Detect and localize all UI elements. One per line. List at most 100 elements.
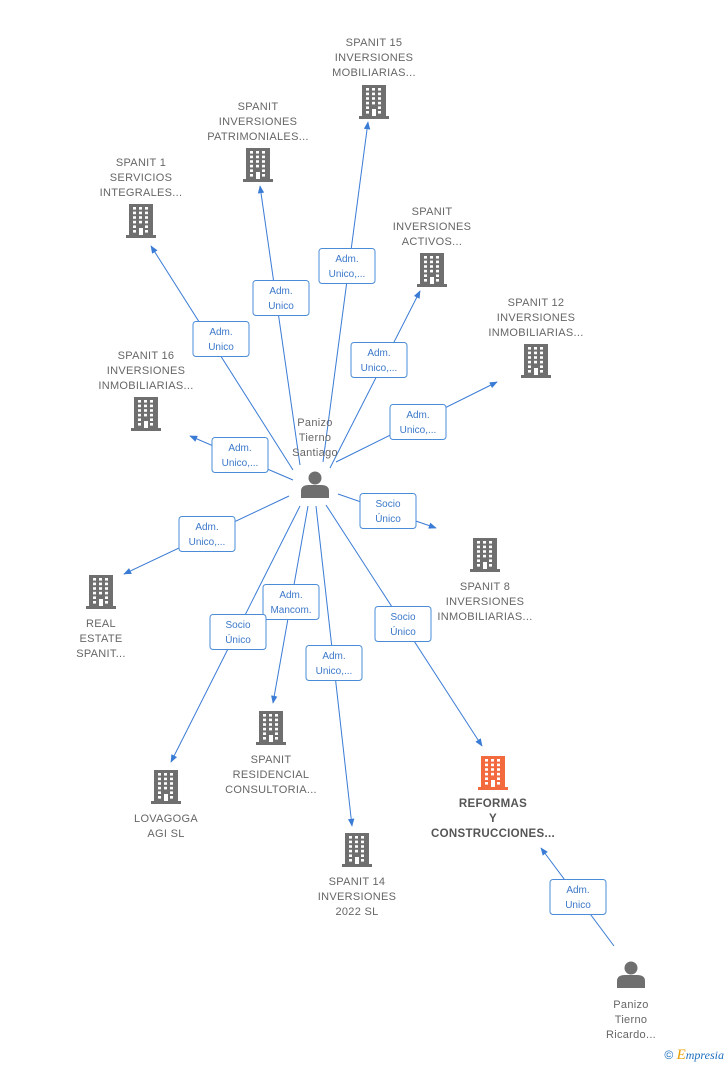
- badge-label-line: Mancom.: [270, 605, 311, 616]
- badge-box: [389, 404, 447, 440]
- badge-label-line: Único: [390, 625, 416, 638]
- relation-badge[interactable]: Adm.Unico,...: [389, 404, 447, 440]
- badge-box: [318, 248, 376, 284]
- badge-label-line: Unico,...: [361, 363, 398, 374]
- badge-box: [350, 342, 408, 378]
- badge-box: [549, 879, 607, 915]
- badge-label-line: Adm.: [279, 590, 302, 601]
- node-label-line: Ricardo...: [606, 1029, 656, 1041]
- node-reformas[interactable]: REFORMASYCONSTRUCCIONES...: [431, 756, 555, 840]
- badge-label-line: Socio: [225, 620, 250, 631]
- edge-panizo_santiago-to-spanit15: [322, 121, 371, 463]
- node-label-line: SPANIT 14: [329, 876, 386, 888]
- node-label-line: SPANIT: [251, 754, 292, 766]
- badge-label-line: Unico,...: [400, 425, 437, 436]
- node-label-line: ACTIVOS...: [402, 236, 462, 248]
- building-icon: [131, 397, 161, 431]
- node-spanit-activos[interactable]: SPANIT INVERSIONES ACTIVOS...: [393, 206, 472, 287]
- relation-badge[interactable]: Adm. Mancom.: [262, 584, 320, 620]
- badge-label-line: Adm.: [269, 286, 292, 297]
- badge-label-line: Unico,...: [189, 537, 226, 548]
- node-spanit15[interactable]: SPANIT 15INVERSIONESMOBILIARIAS...: [332, 37, 416, 119]
- badge-box: [374, 606, 432, 642]
- badge-label-line: Único: [225, 633, 251, 646]
- relation-badge[interactable]: Adm.Unico: [252, 280, 310, 316]
- relation-badge[interactable]: Adm.Unico,...: [178, 516, 236, 552]
- node-label-line: RESIDENCIAL: [233, 769, 310, 781]
- badge-box: [252, 280, 310, 316]
- copyright-symbol: ©: [664, 1048, 674, 1062]
- node-label-line: AGI SL: [147, 828, 184, 840]
- node-label-line: INVERSIONES: [107, 365, 186, 377]
- badge-label-line: Unico: [208, 342, 234, 353]
- node-label-line: SPANIT 8: [460, 581, 510, 593]
- building-icon: [470, 538, 500, 572]
- node-spanit-patrimoniales[interactable]: SPANIT INVERSIONES PATRIMONIALES...: [207, 101, 309, 182]
- building-icon: [521, 344, 551, 378]
- node-label-line: INVERSIONES: [497, 312, 576, 324]
- node-label-line: Panizo: [613, 999, 648, 1011]
- badge-label-line: Adm.: [209, 327, 232, 338]
- node-label-line: INMOBILIARIAS...: [488, 327, 583, 339]
- node-label-line: INVERSIONES: [219, 116, 298, 128]
- edge-panizo_santiago-to-spanit_patrimoniales: [257, 185, 301, 466]
- node-label-line: INVERSIONES: [335, 52, 414, 64]
- badge-label-line: Unico: [565, 900, 591, 911]
- node-spanit14[interactable]: SPANIT 14 INVERSIONES 2022 SL: [318, 833, 397, 918]
- brand-initial: E: [676, 1047, 686, 1063]
- edge-panizo_santiago-to-spanit_activos: [329, 290, 421, 469]
- node-spanit8[interactable]: SPANIT 8 INVERSIONES INMOBILIARIAS...: [437, 538, 532, 623]
- badge-box: [359, 493, 417, 529]
- building-icon: [151, 770, 181, 804]
- node-label-line: INVERSIONES: [446, 596, 525, 608]
- person-icon: [301, 471, 329, 498]
- node-label-line: INMOBILIARIAS...: [98, 380, 193, 392]
- node-label-line: SPANIT 1: [116, 157, 166, 169]
- badge-label-line: Adm.: [322, 651, 345, 662]
- building-icon: [126, 204, 156, 238]
- node-label-line: SPANIT 16: [118, 350, 175, 362]
- empresia-credit[interactable]: © Empresia: [664, 1047, 724, 1064]
- badge-label-line: Unico,...: [329, 269, 366, 280]
- badge-label-line: Adm.: [566, 885, 589, 896]
- node-label-line: Tierno: [299, 432, 332, 444]
- node-panizo-ricardo[interactable]: PanizoTiernoRicardo...: [606, 961, 656, 1042]
- node-real-estate[interactable]: REALESTATESPANIT...: [76, 575, 126, 660]
- badge-box: [192, 321, 250, 357]
- node-label-line: PATRIMONIALES...: [207, 131, 309, 143]
- node-spanit16[interactable]: SPANIT 16 INVERSIONES INMOBILIARIAS...: [98, 350, 193, 431]
- node-label-line: REAL: [86, 618, 116, 630]
- node-label-line: INVERSIONES: [318, 891, 397, 903]
- badge-box: [262, 584, 320, 620]
- node-spanit12[interactable]: SPANIT 12INVERSIONESINMOBILIARIAS...: [488, 297, 583, 378]
- building-icon: [256, 711, 286, 745]
- badge-label-line: Unico,...: [222, 458, 259, 469]
- node-label-line: SPANIT: [412, 206, 453, 218]
- node-label-line: INVERSIONES: [393, 221, 472, 233]
- node-label-line: Y: [489, 813, 497, 825]
- relation-badge[interactable]: Adm. Unico: [549, 879, 607, 915]
- relation-badge[interactable]: Adm.Unico,...: [350, 342, 408, 378]
- building-icon: [243, 148, 273, 182]
- node-label-line: CONSULTORIA...: [225, 784, 317, 796]
- badge-box: [211, 437, 269, 473]
- relation-badge[interactable]: Adm.Unico,...: [211, 437, 269, 473]
- building-icon: [359, 85, 389, 119]
- node-spanit1[interactable]: SPANIT 1SERVICIOSINTEGRALES...: [100, 157, 183, 238]
- relation-badge[interactable]: Adm.Unico,...: [318, 248, 376, 284]
- node-label-line: SPANIT: [238, 101, 279, 113]
- relation-badge[interactable]: Adm.Unico,...: [305, 645, 363, 681]
- relation-badge[interactable]: Adm. Unico: [192, 321, 250, 357]
- building-icon: [417, 253, 447, 287]
- node-label-line: INTEGRALES...: [100, 187, 183, 199]
- node-label-line: 2022 SL: [335, 906, 378, 918]
- person-icon: [617, 961, 645, 988]
- node-label-line: INMOBILIARIAS...: [437, 611, 532, 623]
- node-spanit-residencial[interactable]: SPANIT RESIDENCIAL CONSULTORIA...: [225, 711, 317, 796]
